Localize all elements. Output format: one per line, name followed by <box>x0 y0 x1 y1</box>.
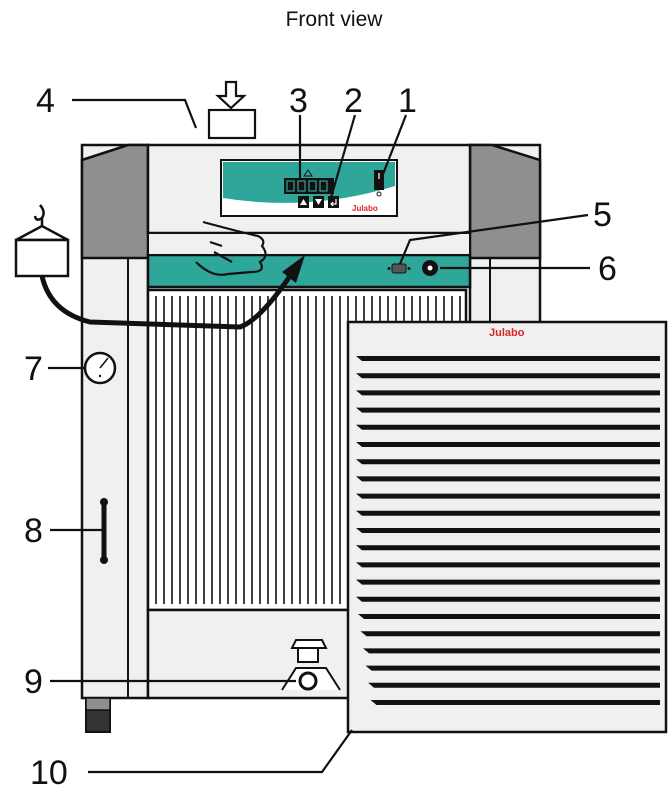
hand-icon <box>195 220 267 276</box>
slat <box>360 631 660 637</box>
up-arrow-icon <box>300 199 307 205</box>
lifting-box-icon <box>14 204 70 278</box>
slat <box>368 682 660 688</box>
front-louvre-panel[interactable]: Julabo <box>346 320 668 734</box>
callout-3: 3 <box>289 82 308 120</box>
figure-title: Front view <box>285 8 383 31</box>
drain-tap[interactable] <box>281 639 341 691</box>
right-corner-block <box>468 143 542 260</box>
socket-dot-right <box>407 267 411 270</box>
brand-logo: Julabo <box>489 327 525 339</box>
slat <box>356 424 660 430</box>
down-arrow-icon <box>315 199 322 205</box>
middle-panel <box>147 232 471 256</box>
callout-1: 1 <box>398 82 417 120</box>
leader-lines <box>48 98 590 774</box>
slat <box>356 356 660 361</box>
callout-5: 5 <box>593 196 612 234</box>
callout-numbers: 1 2 3 4 5 6 7 8 9 10 <box>24 82 617 786</box>
callout-10: 10 <box>30 754 68 786</box>
led-digits <box>286 180 328 192</box>
foot-cap <box>85 697 111 711</box>
hook-icon <box>33 204 45 221</box>
left-corner-block <box>80 143 150 260</box>
connectors <box>387 260 438 276</box>
leader-1 <box>378 114 408 183</box>
slat <box>356 579 660 585</box>
interface-socket[interactable] <box>391 263 407 274</box>
slat <box>356 459 660 465</box>
slat <box>356 476 660 482</box>
slat <box>356 407 660 413</box>
alarm-socket-pin <box>427 265 433 271</box>
brand-logo-small: Julabo <box>352 204 378 213</box>
callout-9: 9 <box>24 663 43 701</box>
slat <box>356 493 660 499</box>
enter-arrow-icon <box>330 199 337 207</box>
teal-strip <box>146 253 472 289</box>
leader-4 <box>72 98 198 129</box>
enter-key[interactable] <box>328 196 339 208</box>
control-panel: Julabo <box>220 159 398 217</box>
slat <box>356 545 660 551</box>
slat <box>356 510 660 516</box>
slat <box>356 528 660 533</box>
leader-2 <box>328 114 357 202</box>
leader-5 <box>398 213 589 265</box>
callout-2: 2 <box>344 82 363 120</box>
alarm-triangle-icon <box>303 169 313 177</box>
front-panel-frame <box>346 320 668 734</box>
slat <box>356 442 660 447</box>
slat <box>356 596 660 602</box>
slat <box>356 373 660 379</box>
lift-path-arrow <box>39 274 293 330</box>
mains-switch[interactable] <box>374 170 384 190</box>
louvre-slats <box>356 356 660 705</box>
slat <box>365 665 660 671</box>
callout-7: 7 <box>24 350 43 388</box>
pressure-gauge <box>83 351 117 385</box>
callout-6: 6 <box>598 250 617 288</box>
slat <box>356 562 660 568</box>
leader-10 <box>88 729 353 774</box>
press-down-icon <box>207 80 257 140</box>
socket-dot-left <box>387 267 391 270</box>
callout-4: 4 <box>36 82 55 120</box>
lift-arrow-head <box>282 255 305 283</box>
callout-8: 8 <box>24 512 43 550</box>
slat <box>356 390 660 396</box>
power-off-icon <box>376 191 382 197</box>
slat <box>358 614 660 619</box>
slat <box>370 700 660 705</box>
slat <box>363 648 660 654</box>
